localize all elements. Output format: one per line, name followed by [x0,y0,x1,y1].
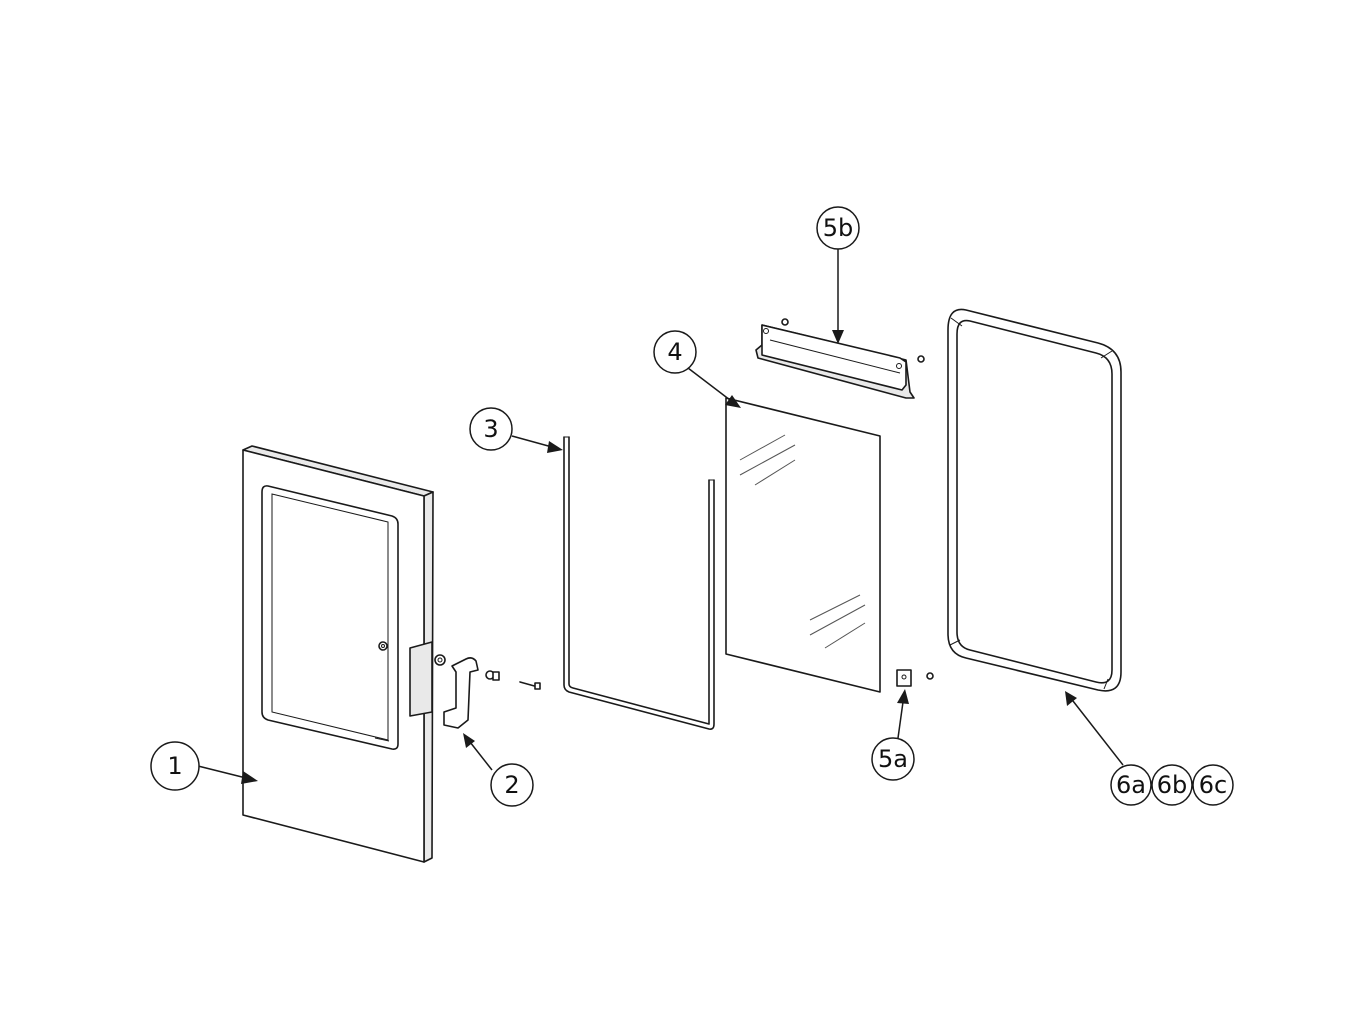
callout-6c-label: 6c [1199,771,1227,799]
callout-5b: 5b [816,206,860,250]
callout-2-label: 2 [504,771,519,799]
callout-3-label: 3 [483,415,498,443]
clip-part [896,669,934,687]
glass-pane-part [725,397,881,693]
callout-1: 1 [150,741,200,791]
callout-5a: 5a [871,737,915,781]
retaining-bracket-part [755,318,925,399]
door-part [242,445,446,863]
gasket-channel-part [563,436,715,730]
callout-1-label: 1 [167,752,182,780]
gasket-ring-part [947,308,1122,692]
callout-6b: 6b [1151,764,1193,806]
leader-lines [197,248,1124,784]
callout-5b-label: 5b [823,214,854,242]
callout-3: 3 [469,407,513,451]
callout-6c: 6c [1192,764,1234,806]
callout-5a-label: 5a [878,745,908,773]
callout-6b-label: 6b [1157,771,1188,799]
callout-6a: 6a [1110,764,1152,806]
callout-4-label: 4 [667,338,682,366]
hinge-bracket-part [443,657,541,729]
callout-2: 2 [490,763,534,807]
callout-4: 4 [653,330,697,374]
callout-6a-label: 6a [1116,771,1146,799]
